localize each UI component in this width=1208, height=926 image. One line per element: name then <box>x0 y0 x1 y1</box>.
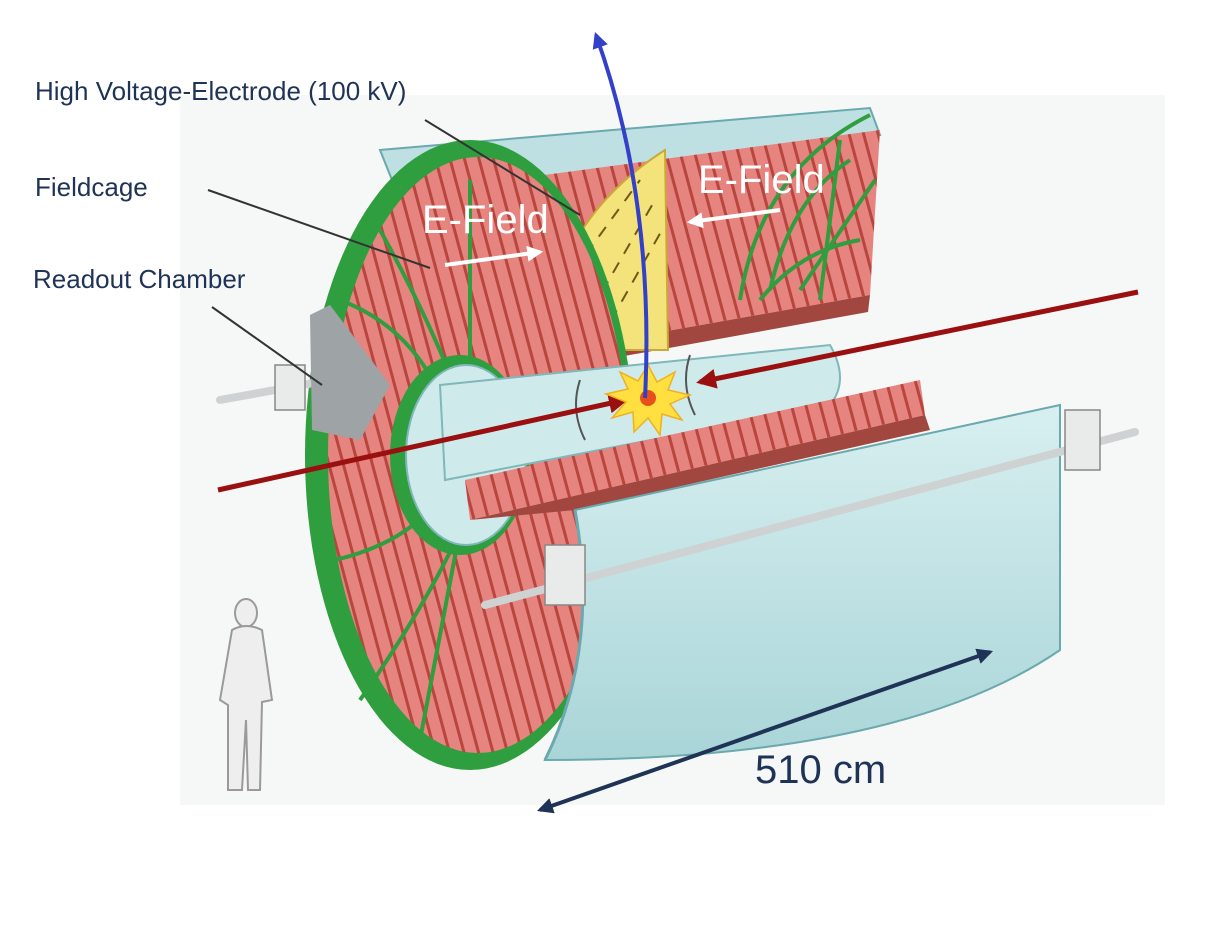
beam-right <box>696 289 1139 389</box>
particle-track <box>592 31 649 399</box>
human-silhouette-icon <box>218 598 274 791</box>
back-endcap-frame <box>738 113 877 302</box>
readout-chamber-wedge <box>310 305 390 440</box>
length-dimension-arrow <box>536 648 994 814</box>
e-field-arrow-right <box>686 208 781 229</box>
e-field-label-right: E-Field <box>698 158 825 202</box>
e-field-label-left: E-Field <box>422 198 549 242</box>
length-label: 510 cm <box>755 748 887 792</box>
fieldcage-label: Fieldcage <box>35 172 148 202</box>
readout-chamber-label: Readout Chamber <box>33 264 246 294</box>
rod-brackets <box>274 364 1101 606</box>
callout-leaders <box>207 119 581 386</box>
hv-electrode-label: High Voltage-Electrode (100 kV) <box>35 76 407 106</box>
e-field-arrow-left <box>444 245 544 267</box>
collision-core <box>640 390 656 406</box>
beam-left <box>217 393 629 493</box>
lower-fieldcage <box>465 380 930 520</box>
